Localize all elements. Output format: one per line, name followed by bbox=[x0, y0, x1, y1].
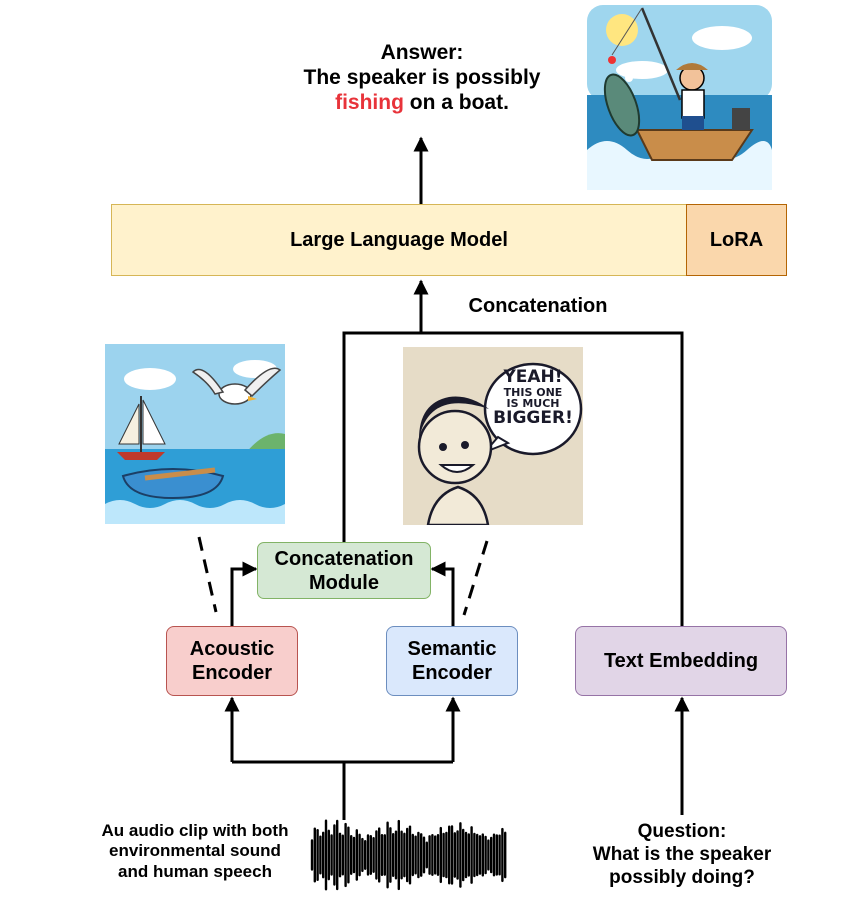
audio-caption-line1: Au audio clip with both bbox=[101, 821, 289, 840]
lora-box: LoRA bbox=[686, 204, 787, 276]
semantic-line1: Semantic bbox=[407, 638, 497, 660]
line-concat-module-up bbox=[342, 331, 684, 626]
speaking-boy-illustration: YEAH! THIS ONE IS MUCH BIGGER! bbox=[403, 347, 583, 525]
large-language-model-box: Large Language Model bbox=[111, 204, 687, 276]
arrow-acoustic-to-module bbox=[230, 561, 258, 626]
question-heading: Question: bbox=[637, 821, 727, 842]
text-embedding-box: Text Embedding bbox=[575, 626, 787, 696]
question-line3: possibly doing? bbox=[609, 866, 755, 888]
acoustic-line1: Acoustic bbox=[189, 638, 275, 660]
text-embedding-label: Text Embedding bbox=[603, 650, 759, 672]
answer-line2: fishing on a boat. bbox=[262, 90, 582, 115]
semantic-encoder-box: Semantic Encoder bbox=[386, 626, 518, 696]
speech-bubble-text: YEAH! THIS ONE IS MUCH BIGGER! bbox=[487, 367, 579, 428]
question-line2: What is the speaker bbox=[592, 843, 772, 865]
dashed-line-right bbox=[462, 540, 489, 616]
concat-module-line1: Concatenation bbox=[274, 547, 414, 570]
acoustic-line2: Encoder bbox=[191, 662, 273, 684]
answer-line1: The speaker is possibly bbox=[303, 66, 541, 90]
speech-bubble-line3: IS MUCH bbox=[506, 397, 560, 411]
concat-module-line2: Module bbox=[309, 571, 379, 594]
audio-caption-line3: and human speech bbox=[118, 861, 272, 881]
lora-label: LoRA bbox=[709, 229, 764, 251]
acoustic-encoder-box: Acoustic Encoder bbox=[166, 626, 298, 696]
answer-heading: Answer: bbox=[380, 41, 464, 64]
audio-caption: Au audio clip with both environmental so… bbox=[70, 821, 320, 882]
audio-waveform-icon bbox=[310, 819, 507, 891]
speech-bubble-line2: THIS ONE bbox=[503, 385, 563, 399]
answer-text: Answer: The speaker is possibly fishing … bbox=[262, 40, 582, 116]
fisherman-illustration bbox=[582, 0, 772, 190]
speech-bubble-line4: BIGGER! bbox=[493, 407, 573, 428]
speech-bubble-line1: YEAH! bbox=[503, 367, 563, 387]
dashed-line-left bbox=[197, 536, 218, 613]
concatenation-module-box: Concatenation Module bbox=[257, 542, 431, 599]
concatenation-label: Concatenation bbox=[468, 295, 608, 317]
question-text: Question: What is the speaker possibly d… bbox=[560, 821, 804, 889]
answer-highlight: fishing bbox=[335, 91, 404, 115]
arrow-semantic-to-module bbox=[430, 561, 455, 626]
audio-caption-line2: environmental sound bbox=[109, 841, 281, 861]
llm-label: Large Language Model bbox=[290, 229, 508, 251]
sailboat-seagull-illustration bbox=[105, 344, 285, 524]
semantic-line2: Encoder bbox=[411, 662, 493, 684]
answer-line2-rest: on a boat. bbox=[403, 91, 509, 115]
